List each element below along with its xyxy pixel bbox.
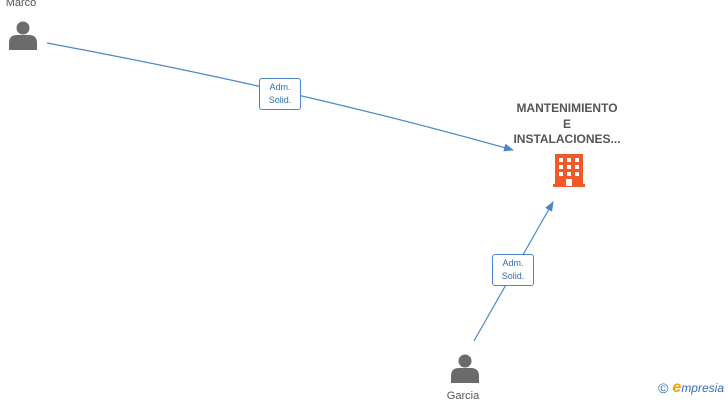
building-icon[interactable] xyxy=(553,154,585,187)
edge-label-line: Adm. xyxy=(269,82,291,92)
brand-logo[interactable]: ©empresia xyxy=(658,379,724,397)
company-name-line: INSTALACIONES... xyxy=(513,132,621,146)
brand-wordmark: mpresia xyxy=(681,381,724,395)
company-name-line: E xyxy=(562,116,571,131)
person-icon[interactable] xyxy=(451,354,479,384)
copyright-symbol: © xyxy=(658,380,669,396)
edge-label-line: Solid. xyxy=(268,95,292,105)
company-name-line: MANTENIMIENTO xyxy=(516,101,618,115)
edge-label-role: Adm. Solid. xyxy=(259,78,301,110)
person-icon[interactable] xyxy=(9,21,37,51)
brand-initial: e xyxy=(672,379,682,396)
person-name-garcia[interactable]: Garcia xyxy=(446,390,480,402)
edge-label-role: Adm. Solid. xyxy=(492,254,534,286)
company-name[interactable]: MANTENIMIENTO E INSTALACIONES... xyxy=(492,101,642,148)
edge-label-line: Adm. xyxy=(502,258,524,268)
person-name-marco[interactable]: Marco xyxy=(5,0,37,9)
edge-label-line: Solid. xyxy=(501,271,525,281)
